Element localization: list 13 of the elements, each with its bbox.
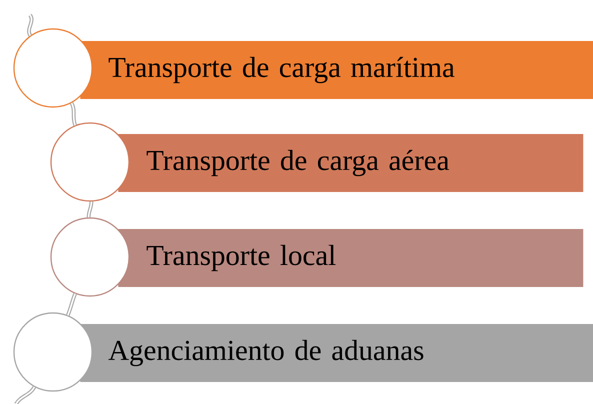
circle-marker (13, 28, 93, 108)
timeline-arc (66, 293, 77, 316)
label-bar: Transporte de carga aérea (118, 134, 584, 192)
timeline-arc (86, 202, 94, 218)
label-bar: Transporte local (118, 229, 584, 287)
timeline-arc (27, 14, 34, 36)
circle-marker (13, 312, 93, 392)
label-bar: Agenciamiento de aduanas (80, 324, 593, 382)
circle-marker (50, 122, 130, 202)
label-bar: Transporte de carga marítima (80, 41, 593, 99)
timeline-arc (14, 386, 36, 404)
circle-marker (50, 217, 130, 297)
timeline-arc (70, 102, 77, 126)
